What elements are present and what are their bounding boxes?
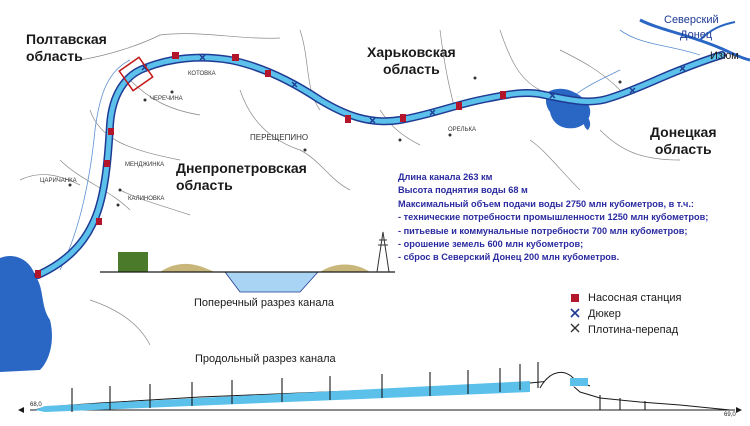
- profile-level-right: 69,0: [724, 412, 736, 418]
- place-orelka: ОРЕЛЬКА: [448, 127, 477, 133]
- culvert-icon: [570, 308, 580, 318]
- region-donetsk-line1: Донецкая: [650, 124, 717, 140]
- settlements: [68, 76, 622, 207]
- info-item: - технические потребности промышленности…: [398, 212, 709, 223]
- region-dnipro-line2: область: [176, 177, 233, 193]
- region-kharkiv: Харьковская область: [367, 44, 456, 78]
- region-donetsk: Донецкая область: [650, 124, 717, 158]
- dnieper-reservoir: [0, 255, 52, 372]
- river-name-2: Донец: [680, 29, 713, 41]
- river-name-1: Северский: [664, 14, 719, 26]
- region-kharkiv-line1: Харьковская: [367, 44, 456, 60]
- region-donetsk-line2: область: [654, 141, 712, 157]
- region-poltava: Полтавская область: [26, 31, 107, 65]
- cross-section-drawing: [100, 231, 395, 293]
- longitudinal-profile: [18, 362, 742, 413]
- region-poltava-line2: область: [26, 48, 83, 64]
- info-max-supply: Максимальный объем подачи воды 2750 млн …: [398, 198, 694, 209]
- place-cherechyna: ЧЕРЕЧИНА: [150, 96, 183, 102]
- info-item: - сброс в Северский Донец 200 млн кубоме…: [398, 252, 620, 263]
- city-izyum: Изюм: [710, 50, 739, 62]
- region-kharkiv-line2: область: [382, 61, 440, 77]
- profile-level-left: 68,0: [30, 402, 42, 408]
- highlight-box: [118, 56, 154, 92]
- cross-section-caption: Поперечный разрез канала: [194, 297, 335, 309]
- culverts: [141, 54, 686, 124]
- pump-stations: [35, 52, 506, 278]
- region-dnipro: Днепропетровская область: [176, 160, 307, 194]
- region-poltava-line1: Полтавская: [26, 31, 107, 47]
- roads: [19, 29, 681, 346]
- info-lift: Высота поднятия воды 68 м: [398, 185, 528, 196]
- pump-station-icon: [571, 294, 579, 302]
- place-pereshchepino: ПЕРЕЩЕПИНО: [250, 133, 309, 142]
- region-dnipro-line1: Днепропетровская: [176, 160, 307, 176]
- legend-dam: Плотина-перепад: [588, 324, 679, 336]
- info-item: - орошение земель 600 млн кубометров;: [398, 239, 584, 250]
- canal-info: Длина канала 263 км Высота поднятия воды…: [398, 171, 708, 265]
- dam-icon: [570, 323, 580, 333]
- place-kotovka: КОТОВКА: [188, 71, 216, 77]
- legend-culvert: Дюкер: [588, 308, 621, 320]
- place-kalinovka: КАЛИНОВКА: [128, 196, 165, 202]
- seversky-donets-river: [639, 18, 750, 62]
- info-item: - питьевые и коммунальные потребности 70…: [398, 225, 688, 236]
- place-menzhinka: МЕНДЖИНКА: [125, 162, 165, 168]
- longitudinal-caption: Продольный разрез канала: [195, 353, 336, 365]
- info-length: Длина канала 263 км: [398, 172, 493, 182]
- legend-pump-station: Насосная станция: [588, 292, 682, 304]
- place-tsarychanka: ЦАРИЧАНКА: [40, 178, 77, 184]
